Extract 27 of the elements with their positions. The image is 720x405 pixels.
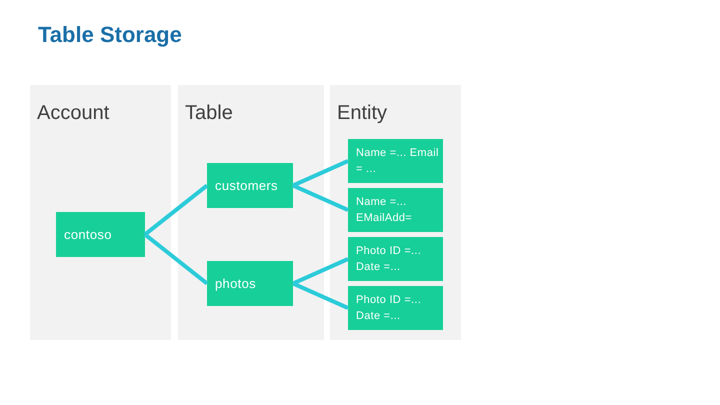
column-panel [178,85,324,340]
connector-line [292,257,349,286]
column-panel [30,85,171,340]
box-label: Photo ID =... Date =... [355,293,422,324]
box-label: Name =... Email = ... [355,146,440,177]
column-panel [330,85,461,340]
connector-line [144,184,208,236]
box-label: photos [214,274,256,293]
column-heading: Entity [337,101,388,126]
connector-line [292,159,349,188]
entity-box [348,139,443,183]
entity-box [207,261,293,306]
box-label: contoso [63,226,112,244]
entity-box [348,237,443,281]
entity-box [348,286,443,330]
entity-box [207,163,293,208]
column-heading: Account [37,101,110,126]
box-label: Name =... EMailAdd= [355,195,413,226]
column-heading: Table [185,101,233,126]
entity-box [56,212,145,257]
title: Table Storage [38,21,182,49]
connector-line [292,184,349,212]
box-label: customers [214,176,278,195]
connector-line [144,232,208,286]
connector-line [292,282,349,310]
box-label: Photo ID =... Date =... [355,244,422,275]
entity-box [348,188,443,232]
